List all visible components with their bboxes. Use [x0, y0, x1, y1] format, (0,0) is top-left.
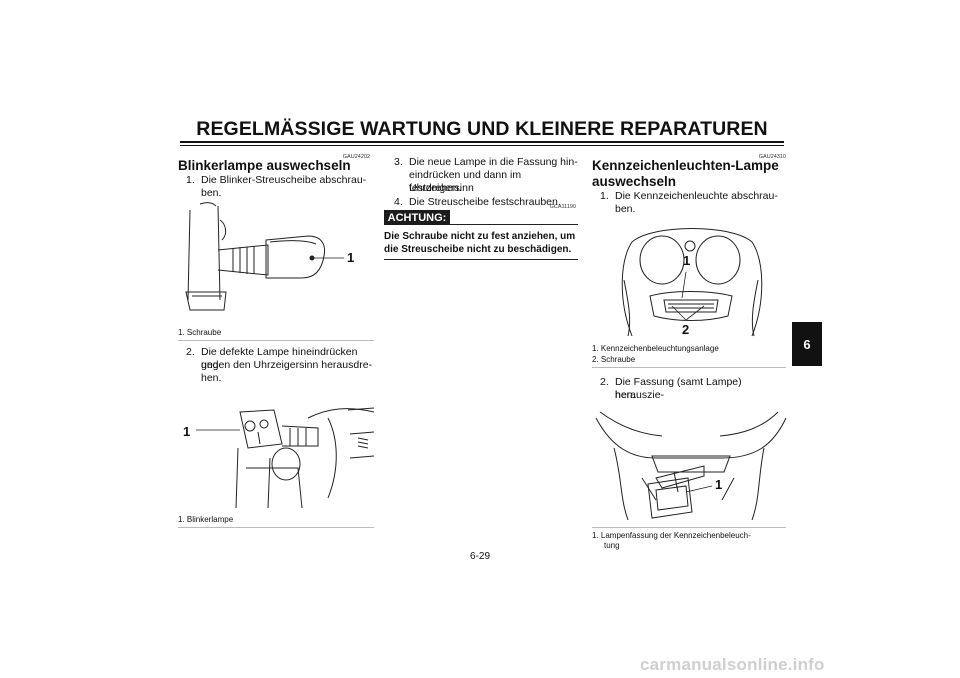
watermark: carmanualsonline.info: [640, 655, 825, 674]
caption-rule: [178, 340, 374, 341]
page-header-title: REGELMÄSSIGE WARTUNG UND KLEINERE REPARA…: [196, 118, 768, 140]
page-number: 6-29: [469, 551, 490, 562]
figure-blinker-lamp: [196, 407, 375, 509]
figure-caption: 1. Blinkerlampe: [178, 515, 234, 524]
step-text-line: Die Blinker-Streuscheibe abschrau-: [201, 174, 367, 186]
figure-lamp-socket: [595, 411, 787, 521]
callout-1: 1: [683, 253, 691, 268]
step-number: 3.: [394, 156, 403, 168]
section-code: GAU24202: [342, 154, 370, 160]
figure-caption-cont: tung: [604, 541, 620, 550]
step-text-line: festdrehen.: [409, 182, 462, 194]
step-text-line: ben.: [615, 203, 636, 215]
section-heading-kennzeichen-line2: auswechseln: [592, 174, 677, 189]
step-text-line: Die neue Lampe in die Fassung hin-: [409, 156, 578, 168]
figure-license-light: [621, 228, 763, 337]
figure-caption: 1. Kennzeichenbeleuchtungsanlage: [592, 344, 719, 353]
header-rule-thin: [180, 145, 784, 146]
callout-1: 1: [347, 250, 355, 265]
warning-text-line: Die Schraube nicht zu fest anziehen, um: [384, 231, 576, 242]
step-text-line: Die Fassung (samt Lampe) herauszie-: [615, 376, 742, 401]
callout-1: 1: [715, 477, 723, 492]
step-number: 1.: [186, 174, 195, 186]
step-number: 2.: [600, 376, 609, 388]
figure-caption: 1. Schraube: [178, 328, 222, 337]
step-text-line: Die Streuscheibe festschrauben.: [409, 196, 561, 208]
figure-caption: 2. Schraube: [592, 355, 636, 364]
step-text-line: gegen den Uhrzeigersinn herausdre-: [201, 359, 373, 371]
callout-2: 2: [682, 322, 690, 337]
warning-bottom-rule: [384, 259, 578, 260]
step-2-kennzeichen: 2. Die Fassung (samt Lampe) herauszie- h…: [600, 376, 790, 406]
step-number: 2.: [186, 346, 195, 358]
section-tab: 6: [792, 322, 822, 366]
step-2-blinker: 2. Die defekte Lampe hineindrücken und g…: [186, 346, 376, 388]
step-number: 1.: [600, 190, 609, 202]
warning-text-line: die Streuscheibe nicht zu beschädigen.: [384, 244, 572, 255]
caution-code: GCA11190: [549, 204, 576, 210]
step-text-line: eindrücken und dann im Uhrzeigersinn: [409, 169, 522, 194]
section-heading-kennzeichen: Kennzeichenleuchten-Lampe: [592, 158, 779, 173]
step-1-blinker: 1. Die Blinker-Streuscheibe abschrau- be…: [186, 174, 376, 204]
achtung-rule: [450, 224, 578, 225]
step-4-blinker: 4. Die Streuscheibe festschrauben.: [394, 196, 584, 210]
figure-blinker-screw: [185, 202, 344, 311]
figure-caption: 1. Lampenfassung der Kennzeichenbeleuch-: [592, 531, 751, 540]
step-1-kennzeichen: 1. Die Kennzeichenleuchte abschrau- ben.: [600, 190, 790, 220]
header-rule: [180, 141, 784, 143]
achtung-label: ACHTUNG:: [384, 210, 450, 225]
callout-1: 1: [183, 424, 191, 439]
step-text-line: hen.: [201, 372, 222, 384]
section-code: GAU24310: [758, 154, 786, 160]
section-heading-blinker: Blinkerlampe auswechseln: [178, 158, 351, 173]
step-text-line: hen.: [615, 389, 636, 401]
step-text-line: Die defekte Lampe hineindrücken und: [201, 346, 358, 371]
step-number: 4.: [394, 196, 403, 208]
caption-rule: [592, 527, 786, 528]
caption-rule: [178, 527, 374, 528]
step-text-line: ben.: [201, 187, 222, 199]
step-3-blinker: 3. Die neue Lampe in die Fassung hin- ei…: [394, 156, 584, 198]
caption-rule: [592, 367, 786, 368]
step-text-line: Die Kennzeichenleuchte abschrau-: [615, 190, 778, 202]
